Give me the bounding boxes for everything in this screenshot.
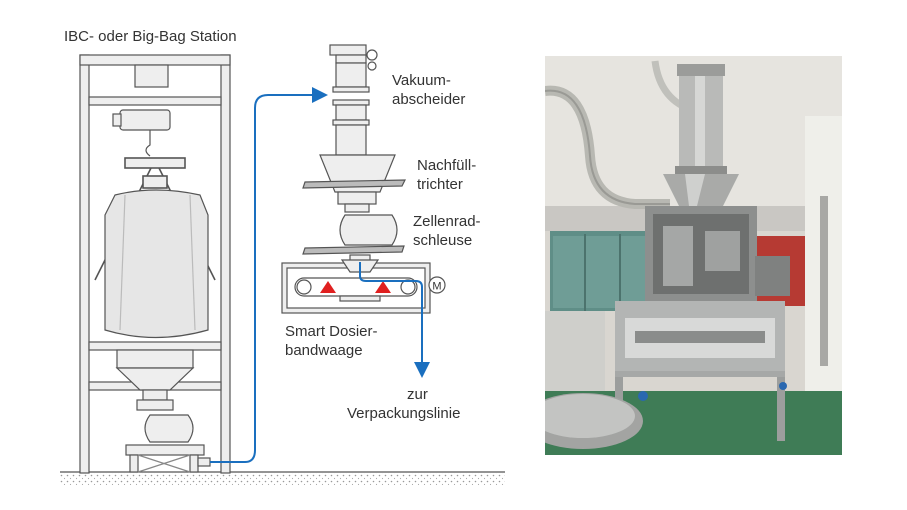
vacuum-separator: [329, 44, 378, 156]
label-station: IBC- oder Big-Bag Station: [64, 28, 237, 45]
label-vacuum-separator-line2: abscheider: [392, 91, 466, 108]
label-rotary-valve-line2: schleuse: [413, 232, 473, 249]
hoist: [112, 64, 171, 157]
label-refill-hopper-line2: trichter: [417, 176, 463, 193]
belt-scale: [281, 259, 431, 314]
bottom-rotary-feeder: [125, 414, 211, 473]
label-belt-scale-line1: Smart Dosier-: [285, 323, 378, 340]
label-rotary-valve-line1: Zellenrad-: [413, 213, 481, 230]
label-belt-scale-line2: bandwaage: [285, 342, 363, 359]
big-bag: [104, 189, 209, 339]
conveying-line: [210, 87, 328, 463]
label-refill-hopper-line1: Nachfüll-: [417, 157, 477, 174]
industrial-dosing-station-photo: [545, 56, 842, 455]
label-output-line1: zur: [407, 386, 428, 403]
motor-label: M: [432, 281, 441, 293]
discharge-arrow: [359, 262, 430, 378]
label-output-line2: Verpackungslinie: [347, 405, 461, 422]
rotary-valve: [302, 203, 405, 264]
station-discharge-hopper: [115, 349, 195, 411]
motor-icon: M: [428, 276, 446, 294]
label-vacuum-separator-line1: Vakuum-: [392, 72, 451, 89]
ground: [60, 471, 505, 485]
refill-hopper: [302, 154, 406, 205]
process-schematic: M: [60, 44, 505, 485]
